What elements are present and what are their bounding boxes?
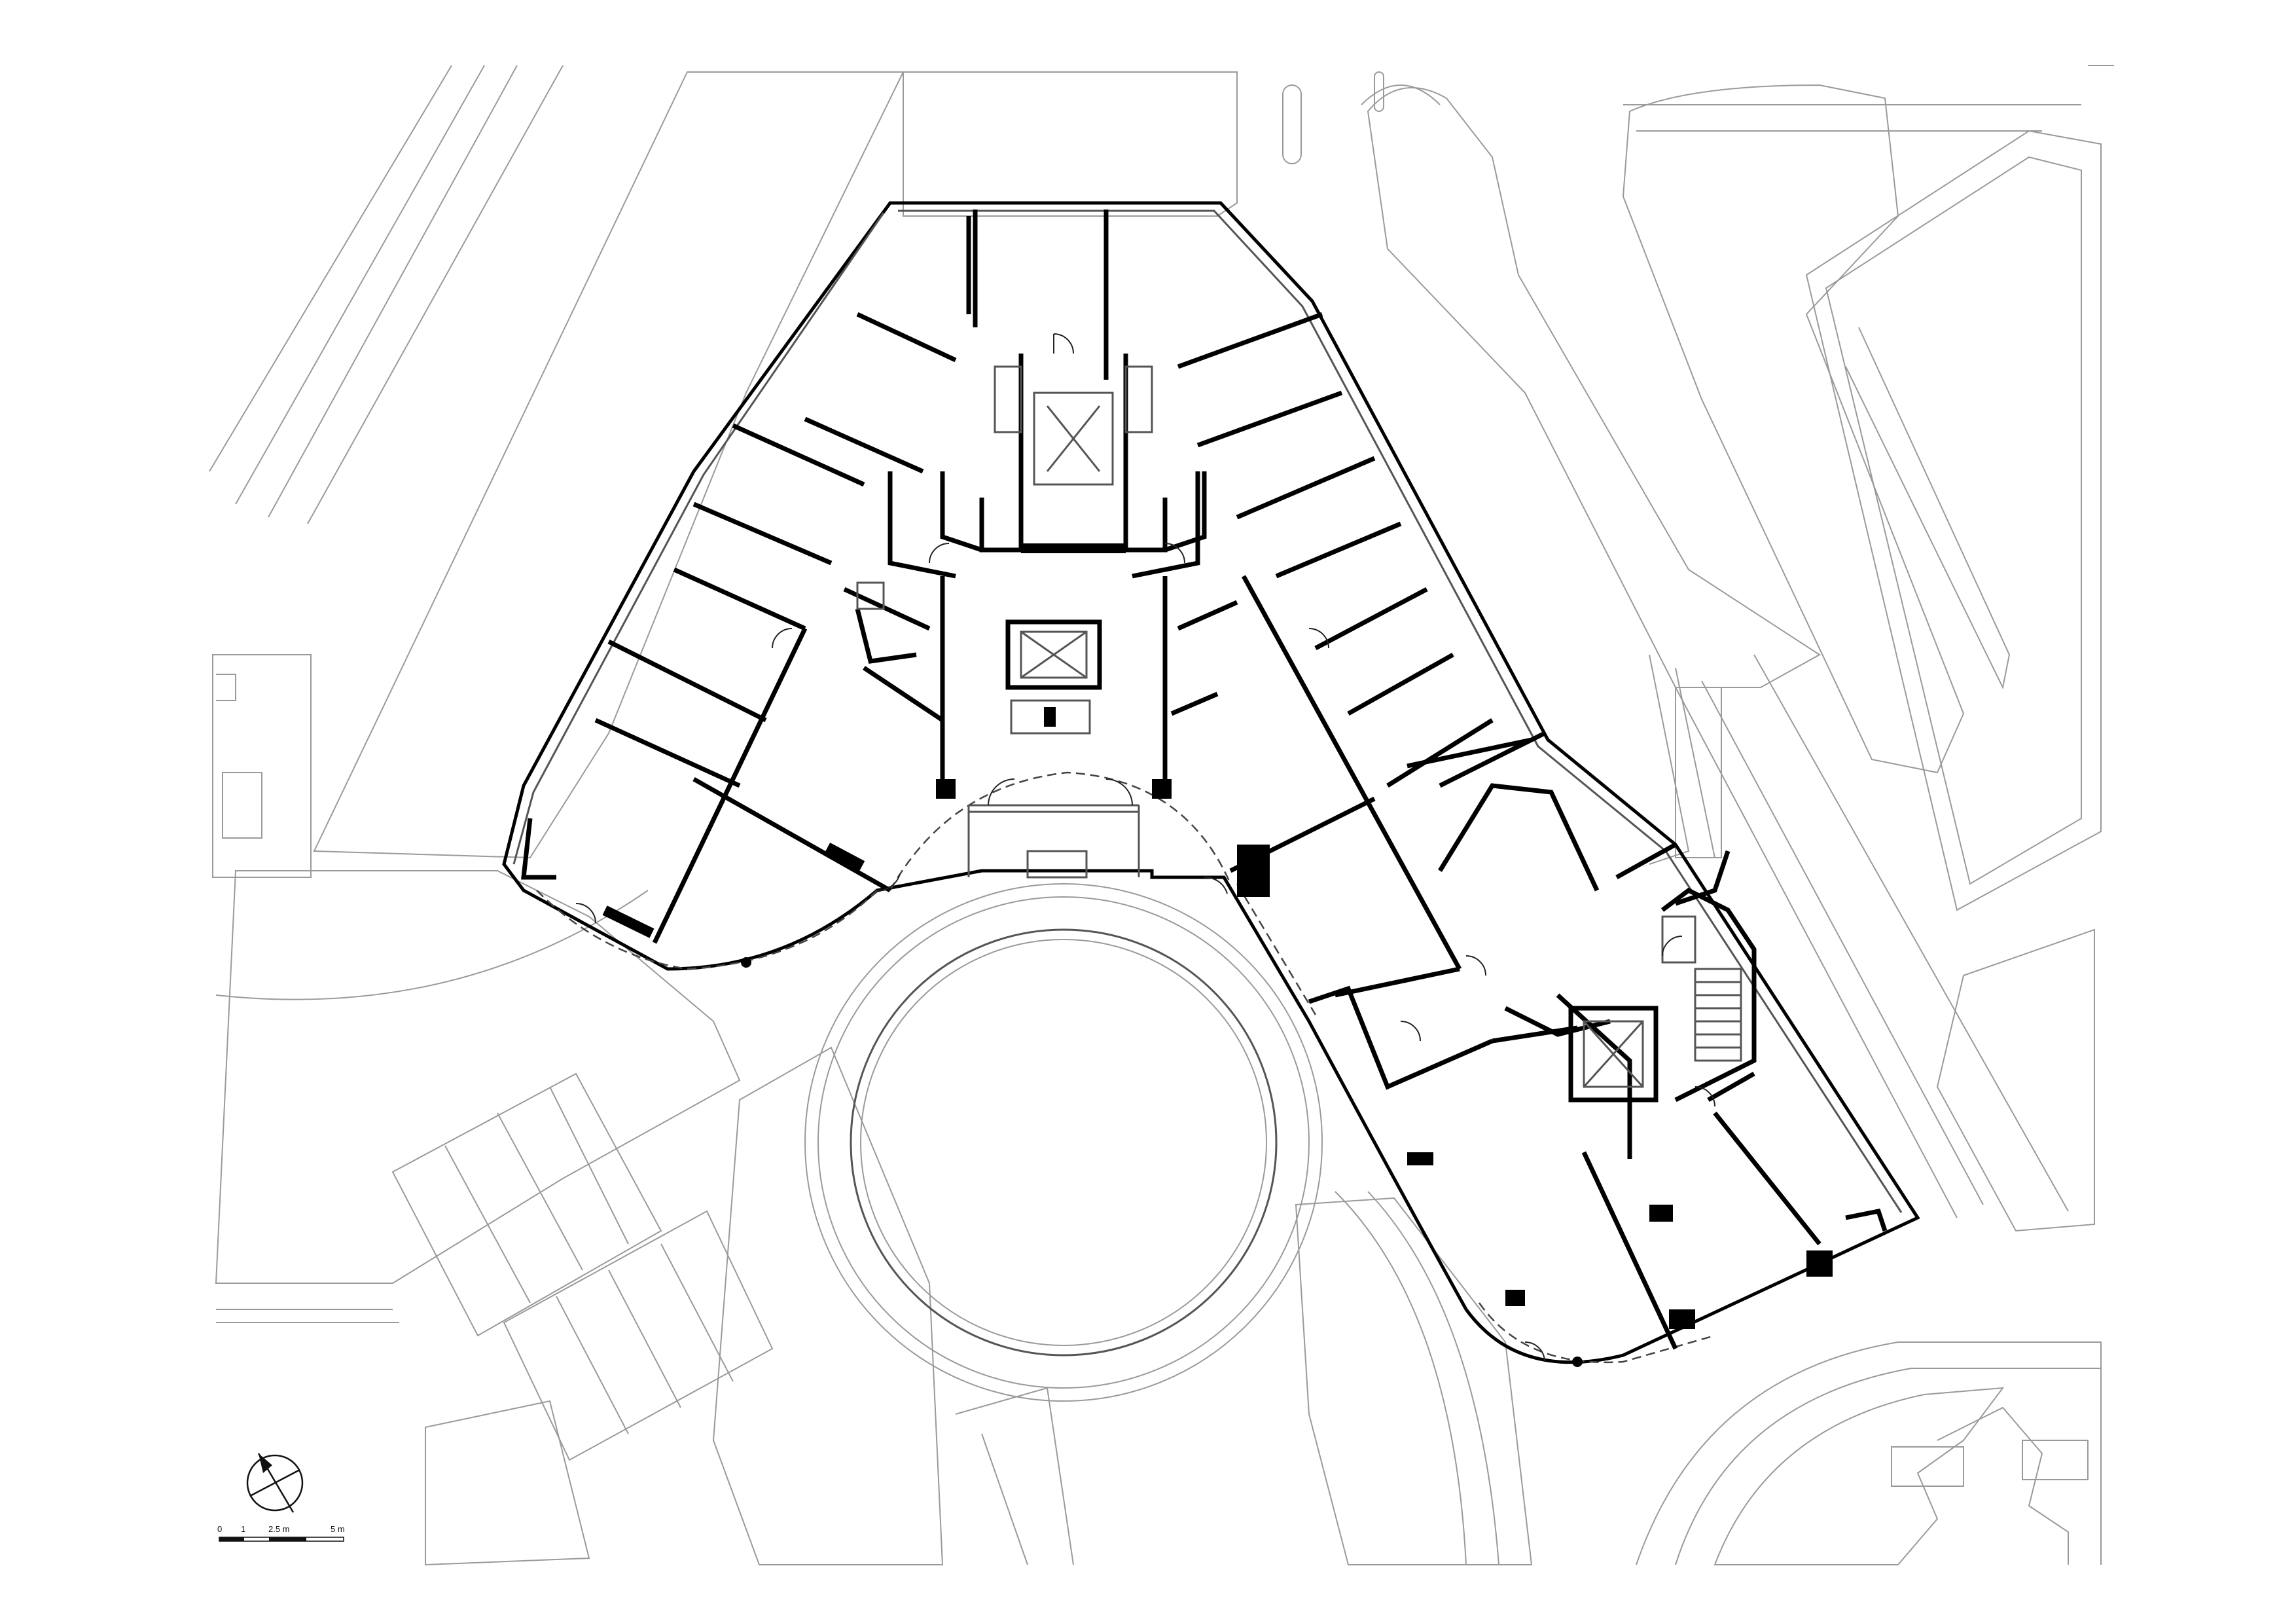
curtain-wall-south: [536, 890, 878, 970]
planting-north-east: [1622, 84, 1965, 774]
scale-label-0: 0: [217, 1524, 222, 1534]
door-swings: [575, 333, 1715, 1362]
north-arrow-icon: [246, 1453, 304, 1513]
parking-west: [391, 1072, 774, 1566]
planting-south: [1713, 1387, 2005, 1565]
exterior-wall: [502, 201, 1920, 1364]
site-context: [209, 65, 2114, 1566]
north-wing-rooms: [594, 210, 1494, 788]
scale-label-1: 1: [241, 1524, 245, 1534]
adjacent-building-east: [1805, 130, 2102, 911]
adjacent-building-west: [212, 654, 312, 878]
scale-label-5: 5 m: [331, 1524, 345, 1534]
south-east-wing: [1492, 842, 1888, 1350]
planting-south-west: [712, 1046, 944, 1565]
planting-south-east: [1936, 928, 2095, 1232]
scale-label-2-5: 2.5 m: [268, 1524, 290, 1534]
planting-north: [903, 71, 1238, 217]
building: [502, 201, 1920, 1367]
east-wing: [1170, 575, 1600, 1367]
roundabout: [804, 883, 1323, 1402]
planting-west: [313, 71, 905, 859]
scale-bar: 0 1 2.5 m 5 m: [217, 1524, 345, 1542]
lobby-core: [936, 576, 1172, 879]
planting-east: [1367, 87, 1821, 688]
south-west-wing: [521, 581, 944, 968]
planting-south-centre: [1295, 1197, 1533, 1565]
planting-west-lower: [215, 870, 741, 1284]
